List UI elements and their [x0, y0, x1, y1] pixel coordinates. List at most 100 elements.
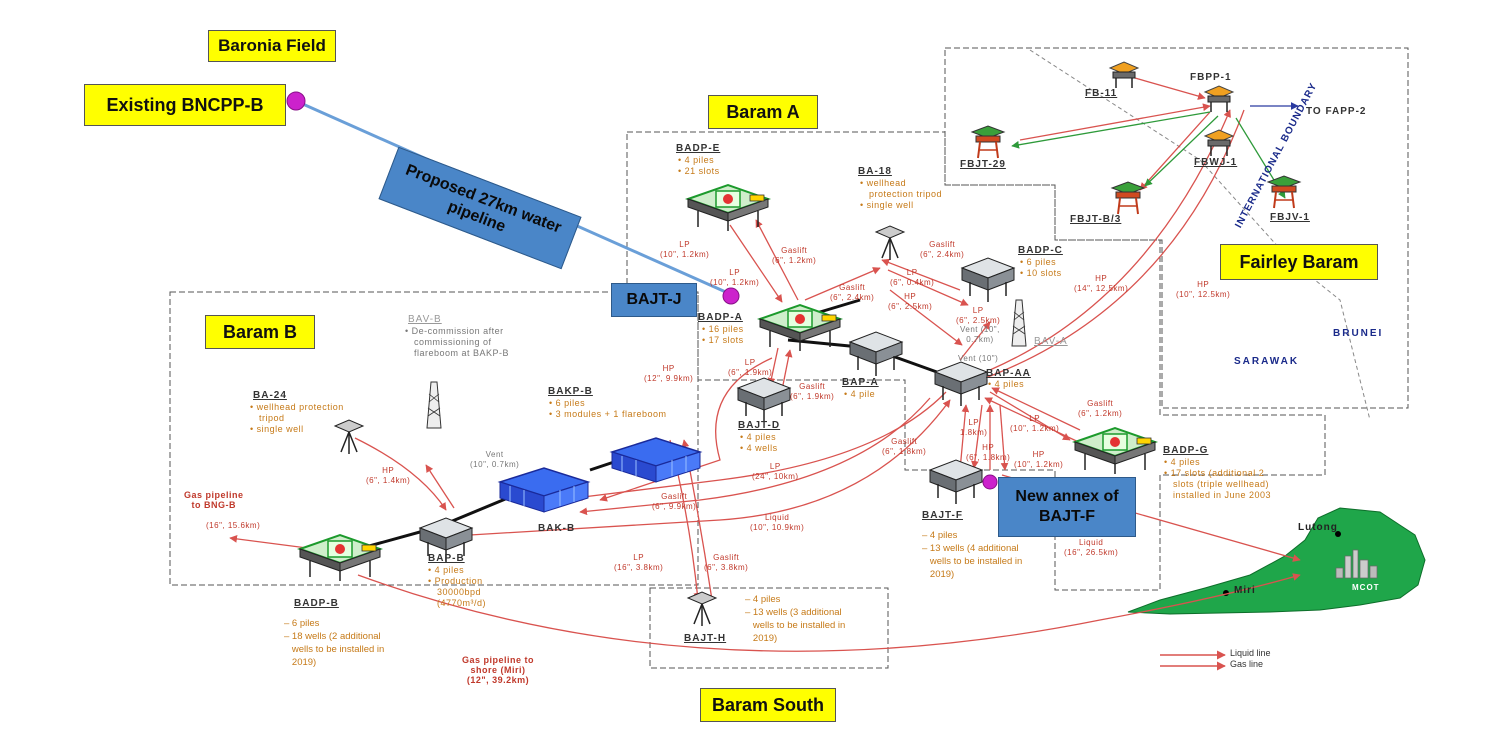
bajt-h-note: – 4 piles – 13 wells (3 additional wells…: [745, 594, 846, 644]
gaslift-d-label: Gaslift (6", 1.9km): [790, 382, 835, 401]
gaslift-f-label: Gaslift (6", 1.8km): [882, 437, 927, 456]
hp-24-label: HP (6", 1.4km): [366, 466, 411, 485]
badp-c-note: • 6 piles • 10 slots: [1020, 257, 1062, 278]
fbpp-1-platform: [1204, 85, 1234, 113]
vent-aa-label: Vent (10"): [958, 354, 999, 363]
baronia-field-label: Baronia Field: [208, 30, 336, 62]
fbwj-1-platform: [1204, 129, 1234, 157]
bajt-f-annex-marker: [982, 474, 998, 490]
lp-c-label: LP (6", 0.4km): [890, 268, 935, 287]
sarawak-label: SARAWAK: [1234, 356, 1300, 367]
lp-e2-label: LP (10", 1.2km): [710, 268, 760, 287]
existing-bncpp-b-label: Existing BNCPP-B: [84, 84, 286, 126]
bajt-f-note: – 4 piles – 13 wells (4 additional wells…: [922, 530, 1023, 580]
hp-a-label: HP (12", 9.9km): [644, 364, 694, 383]
hp-c-label: HP (6", 2.5km): [888, 292, 933, 311]
fbpp-1-name: FBPP-1: [1190, 72, 1232, 83]
bap-aa-name: BAP-AA: [986, 368, 1031, 379]
mcot-label: MCOT: [1352, 583, 1380, 592]
hp-fb1-label: HP (14", 12.5km): [1074, 274, 1129, 293]
miri-label: Miri: [1234, 585, 1256, 596]
baram-b-label: Baram B: [205, 315, 315, 349]
baram-b-boundary: [169, 291, 699, 586]
gaslift-h-label: Gaslift (6", 3.8km): [704, 553, 749, 572]
bajt-h-tripod: [687, 591, 717, 627]
vent-a-label: Vent (10", 0.7km): [960, 325, 1000, 344]
badp-a-note: • 16 piles • 17 slots: [702, 324, 744, 345]
fbjt-b3-jacket: [1111, 181, 1145, 215]
bajt-h-name: BAJT-H: [684, 633, 727, 644]
hp-g-label: HP (10", 1.2km): [1014, 450, 1064, 469]
brunei-label: BRUNEI: [1333, 328, 1384, 339]
legend-liquid: Liquid line: [1230, 648, 1271, 658]
gaslift-g-label: Gaslift (6", 1.2km): [1078, 399, 1123, 418]
fbjt-29-name: FBJT-29: [960, 159, 1006, 170]
fb-11-name: FB-11: [1085, 88, 1118, 99]
vent-b-label: Vent (10", 0.7km): [470, 450, 520, 469]
bap-a-note: • 4 pile: [844, 389, 876, 399]
fairley-boundary: [944, 47, 1409, 409]
lutong-label: Lutong: [1298, 522, 1338, 533]
badp-a-name: BADP-A: [698, 312, 743, 323]
bap-a-name: BAP-A: [842, 377, 879, 388]
bajt-f-platform: [929, 459, 983, 505]
mcot-icon: [1335, 549, 1378, 579]
fairley-baram-label: Fairley Baram: [1220, 244, 1378, 280]
bakp-b-complex: [611, 437, 701, 483]
land-mass: [1127, 507, 1426, 615]
ba-24-name: BA-24: [253, 390, 287, 401]
bak-b-name: BAK-B: [538, 523, 576, 534]
lp-h-label: LP (16", 3.8km): [614, 553, 664, 572]
gaslift-c-label: Gaslift (6", 2.4km): [920, 240, 965, 259]
lp-b-label: LP (24", 10km): [752, 462, 799, 481]
bap-a-platform: [849, 331, 903, 377]
bajt-d-name: BAJT-D: [738, 420, 781, 431]
fb-11-platform: [1109, 61, 1139, 89]
bap-aa-note: • 4 piles: [988, 379, 1025, 389]
bav-a-name: BAV-A: [1034, 336, 1068, 347]
gaslift-a-label: Gaslift (6", 2.4km): [830, 283, 875, 302]
ba-18-name: BA-18: [858, 166, 892, 177]
baram-south-label: Baram South: [700, 688, 836, 722]
gas-bng-spec: (16", 15.6km): [206, 521, 261, 530]
gas-bng-label: Gas pipeline to BNG-B: [184, 490, 244, 510]
new-annex-callout: New annex of BAJT-F: [998, 477, 1136, 537]
bajt-d-note: • 4 piles • 4 wells: [740, 432, 778, 453]
lp-e-label: LP (10", 1.2km): [660, 240, 710, 259]
ba-18-tripod: [875, 225, 905, 261]
fbjt-29-jacket: [971, 125, 1005, 159]
ba-24-note: • wellhead protection tripod • single we…: [250, 402, 344, 434]
bncpp-b-marker: [286, 91, 306, 111]
badp-e-note: • 4 piles • 21 slots: [678, 155, 720, 176]
bakp-b-name: BAKP-B: [548, 386, 593, 397]
fbwj-1-name: FBWJ-1: [1194, 157, 1238, 168]
lutong-marker: [1335, 531, 1341, 537]
baram-a-label: Baram A: [708, 95, 818, 129]
bap-aa-platform: [934, 361, 988, 407]
bap-b-note: • 4 piles • Production 30000bpd (4770m³/…: [428, 565, 487, 608]
baram-south-boundary: [649, 587, 889, 669]
fbjv-1-name: FBJV-1: [1270, 212, 1310, 223]
badp-g-platform: [1074, 427, 1156, 475]
badp-e-platform: [687, 184, 769, 232]
lp-c2-label: LP (6", 2.5km): [956, 306, 1001, 325]
bakp-b-note: • 6 piles • 3 modules + 1 flareboom: [549, 398, 667, 419]
badp-b-platform: [299, 534, 381, 582]
fbjt-b3-name: FBJT-B/3: [1070, 214, 1122, 225]
bav-b-flare: [426, 381, 442, 429]
bap-b-name: BAP-B: [428, 553, 465, 564]
lp-f-label: LP 1.8km): [960, 418, 988, 437]
badp-b-name: BADP-B: [294, 598, 339, 609]
liquid-b-label: Liquid (10", 10.9km): [750, 513, 805, 532]
ba-18-note: • wellhead protection tripod • single we…: [860, 178, 943, 210]
hp-fb2-label: HP (10", 12.5km): [1176, 280, 1231, 299]
bajt-d-platform: [737, 377, 791, 423]
gas-shore-label: Gas pipeline to shore (Miri) (12", 39.2k…: [462, 655, 535, 685]
bav-a-flare: [1011, 299, 1027, 347]
legend-gas: Gas line: [1230, 659, 1264, 669]
bajt-j-marker: [722, 287, 740, 305]
bav-b-name: BAV-B: [408, 314, 442, 325]
hp-f-label: HP (6", 1.8km): [966, 443, 1011, 462]
to-fapp-2-name: TO FAPP-2: [1306, 106, 1367, 117]
badp-e-name: BADP-E: [676, 143, 721, 154]
